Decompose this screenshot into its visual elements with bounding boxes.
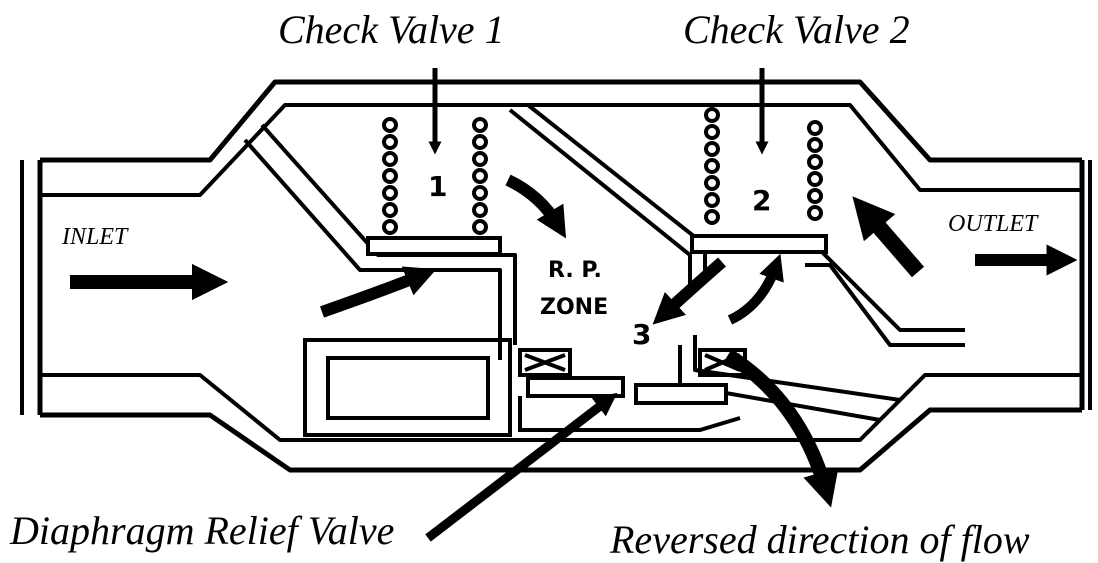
rp-zone-right-arrow — [727, 253, 784, 325]
outlet-label: OUTLET — [948, 211, 1038, 237]
diaphragm-relief-valve-label: Diaphragm Relief Valve — [10, 508, 395, 553]
reversed-direction-label: Reversed direction of flow — [610, 517, 1030, 562]
inlet-swirl-arrow — [320, 266, 437, 318]
back-pressure-arrow — [852, 196, 925, 278]
rp-zone-label-line2: ZONE — [540, 295, 609, 320]
chamber-3-number: 3 — [632, 318, 652, 351]
rp-zone-left-arrow — [652, 257, 726, 325]
relief-valve-assembly — [303, 338, 747, 437]
chamber-2-number: 2 — [752, 184, 772, 217]
valve-body-outer-wall — [37, 79, 1085, 473]
inlet-label: INLET — [62, 224, 128, 250]
reversed-flow-arrow — [724, 349, 839, 508]
check-valve-1-springs — [382, 117, 488, 235]
check-valve-1-label: Check Valve 1 — [278, 7, 505, 52]
rp-zone-label-line1: R. P. — [548, 258, 602, 283]
chamber-1-number: 1 — [428, 170, 448, 203]
relief-valve-pointer-arrow — [425, 392, 618, 542]
check-valve-1-disc — [366, 236, 502, 256]
check-valve-2-springs — [704, 107, 823, 225]
internal-partitions — [243, 103, 965, 422]
check-valve-2-label: Check Valve 2 — [683, 7, 910, 52]
check-valve-2-disc — [690, 234, 828, 254]
valve-body-inner-wall — [20, 103, 1092, 442]
chamber-1-flow-arrow — [505, 174, 567, 239]
